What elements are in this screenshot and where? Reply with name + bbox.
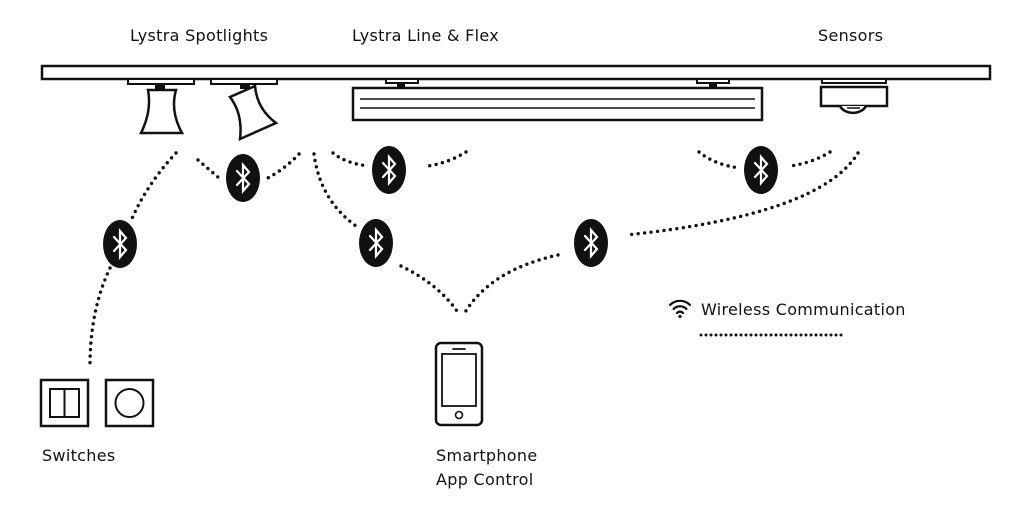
bluetooth-icon	[572, 217, 610, 269]
label-smartphone: Smartphone	[436, 446, 538, 465]
link-sensor-to-bt	[624, 151, 860, 237]
bluetooth-icon	[224, 152, 262, 204]
label-lystra-spotlights: Lystra Spotlights	[130, 26, 269, 45]
double-rocker-switch-icon	[39, 378, 90, 428]
link-spotlight-2-to-bt-mid	[262, 152, 301, 182]
link-line-left-arc	[331, 151, 370, 168]
wireless-links	[88, 150, 860, 368]
link-sensor-left-arc	[697, 150, 742, 170]
spotlight-2	[210, 78, 279, 142]
bluetooth-icon	[357, 217, 395, 269]
link-line-right-arc	[426, 150, 468, 168]
wifi-icon	[668, 299, 692, 319]
ceiling-track	[40, 64, 992, 81]
bluetooth-icon	[101, 218, 139, 270]
link-spot-to-phone	[312, 152, 358, 228]
label-lystra-line-flex: Lystra Line & Flex	[352, 26, 500, 45]
lystra-line-luminaire	[351, 78, 764, 122]
bluetooth-icon	[370, 144, 408, 196]
link-spotlight-1-to-bt	[128, 151, 178, 225]
link-sensor-right-arc	[788, 150, 832, 168]
sensor-icon	[819, 78, 889, 115]
link-bt-to-phone-right	[462, 253, 560, 316]
label-switches: Switches	[42, 446, 116, 465]
label-app-control: App Control	[436, 470, 534, 489]
rotary-dimmer-icon	[104, 378, 155, 428]
bluetooth-icon	[742, 144, 780, 196]
legend-label: Wireless Communication	[701, 300, 906, 319]
label-sensors: Sensors	[818, 26, 884, 45]
smartphone-icon	[434, 341, 484, 427]
spotlight-1	[127, 78, 195, 135]
link-spotlight-1-to-bt-mid	[196, 158, 221, 180]
link-bt-to-switches	[88, 266, 112, 368]
link-bt-to-phone-left	[399, 264, 461, 316]
